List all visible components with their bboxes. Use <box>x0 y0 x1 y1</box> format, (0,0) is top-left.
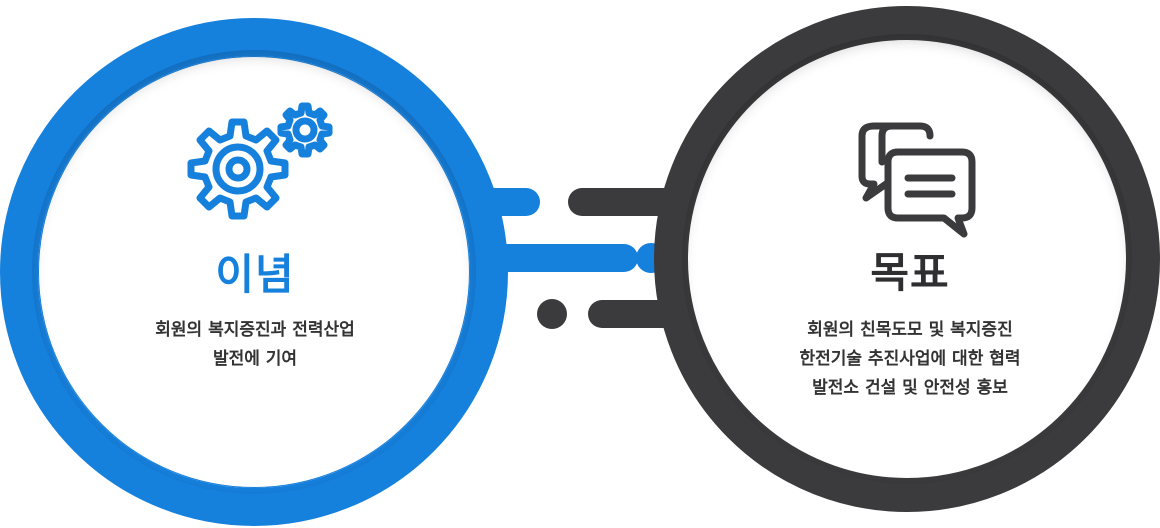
speech-bubbles-icon <box>858 122 976 238</box>
philosophy-description: 회원의 복지증진과 전력산업 발전에 기여 <box>155 320 355 369</box>
goal-title: 목표 <box>870 248 950 297</box>
dark-dot <box>537 299 567 329</box>
goal-content: 목표 회원의 친목도모 및 복지증진 한전기술 추진사업에 대한 협력 발전소 … <box>740 118 1080 403</box>
blue-bar-middle <box>470 244 638 272</box>
philosophy-content: 이념 회원의 복지증진과 전력산업 발전에 기여 <box>100 100 410 374</box>
gears-icon <box>187 102 333 220</box>
goal-description: 회원의 친목도모 및 복지증진 한전기술 추진사업에 대한 협력 발전소 건설 … <box>799 320 1021 398</box>
philosophy-title: 이념 <box>215 250 295 299</box>
